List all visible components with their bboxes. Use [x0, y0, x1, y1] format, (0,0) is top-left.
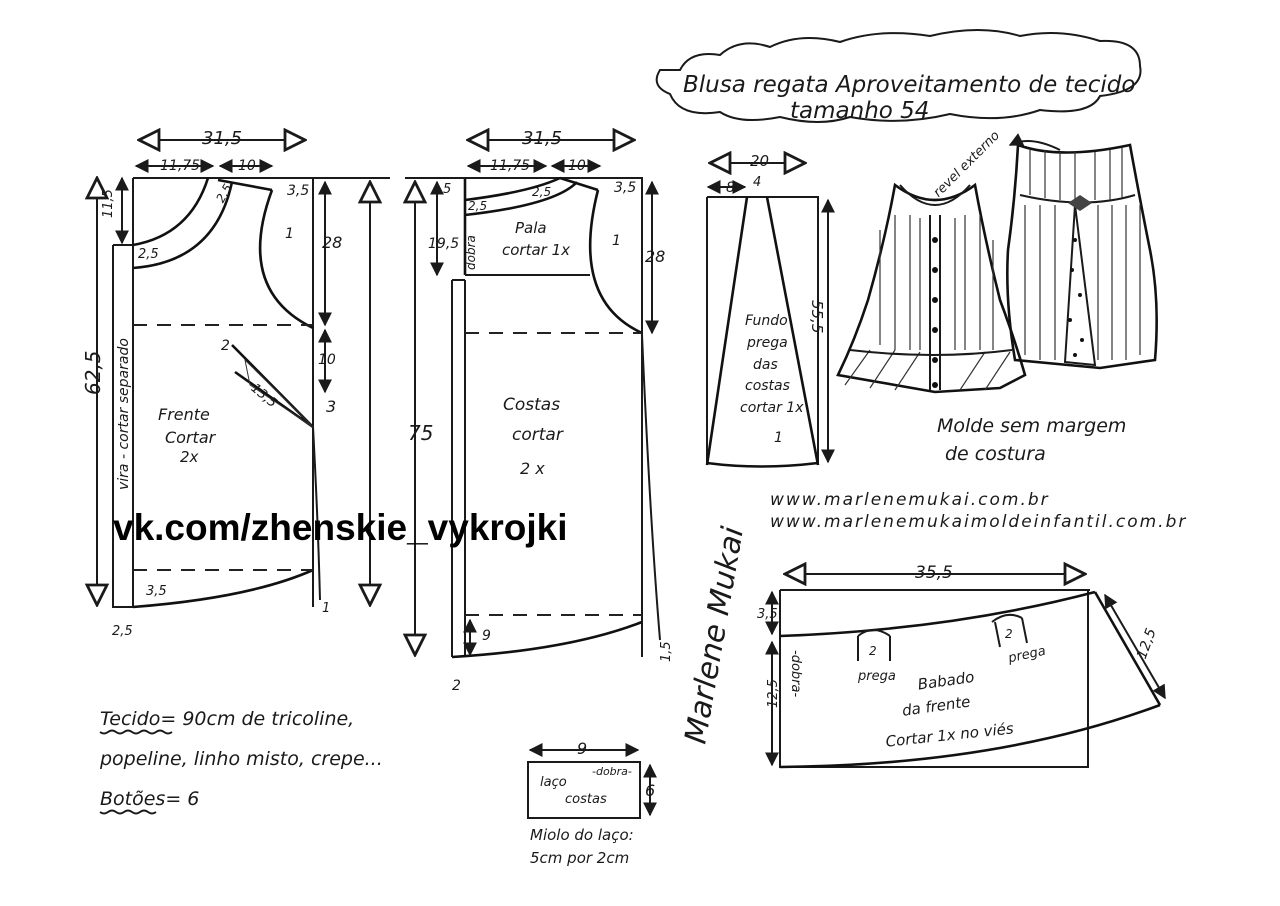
ruffle-pleat-size-2: 2: [1005, 627, 1013, 641]
watermark: vk.com/zhenskie_vykrojki: [113, 507, 568, 548]
front-dart-length: 13,5: [248, 381, 280, 411]
back-shoulder-drop: 3,5: [614, 180, 636, 196]
back-length: 75: [408, 421, 433, 445]
back-label-2: cortar: [512, 425, 564, 445]
back-facing-shoulder: 2,5: [532, 185, 551, 199]
back-pattern-piece: 31,5 11,75 10 5 3,5 19,5 2,5 2,5 Pala co…: [405, 128, 674, 694]
back-shoulder: 10: [568, 158, 586, 174]
website-link-2[interactable]: www.marlenemukaimoldeinfantil.com.br: [770, 512, 1187, 532]
blouse-front-illustration: revel externo: [836, 128, 1027, 394]
no-seam-allowance-note-2: de costura: [945, 443, 1046, 465]
front-label-1: Frente: [158, 405, 210, 424]
pleat-mid: 4: [753, 175, 761, 190]
signature: Marlene Mukai: [678, 524, 751, 747]
pleat-label-4: costas: [745, 378, 790, 394]
ruffle-pleat-size-1: 2: [869, 644, 877, 658]
fabric-line-1: Tecido= 90cm de tricoline,: [100, 708, 354, 730]
ruffle-pleat-label-2: prega: [1006, 644, 1047, 667]
front-neck-depth: 11,5: [101, 189, 116, 218]
bow-piece: 9 6 -dobra- laço costas Miolo do laço: 5…: [527, 739, 657, 867]
front-label-3: 2x: [180, 448, 199, 466]
back-armhole-depth: 28: [645, 247, 665, 266]
bow-label-1: laço: [540, 775, 567, 790]
ruffle-side: 12,5: [1134, 626, 1160, 661]
back-yoke-label-2: cortar 1x: [502, 241, 570, 259]
front-hem-side: 1: [322, 601, 330, 616]
bow-fold: -dobra-: [592, 765, 632, 778]
back-hem: 9: [482, 628, 491, 644]
back-hem-ext: 2: [452, 678, 461, 694]
no-seam-allowance-note-1: Molde sem margem: [937, 415, 1126, 437]
back-neck-drop: 5: [443, 182, 451, 197]
front-hem-ext: 2,5: [112, 624, 133, 639]
back-width-total: 31,5: [522, 128, 562, 149]
fabric-line-2: popeline, linho misto, crepe...: [99, 748, 383, 770]
pleat-label-5: cortar 1x: [740, 400, 804, 416]
front-ruffle-piece: 35,5 3,5 12,5 -dobra- 12,5 2 2 prega pre…: [757, 563, 1166, 769]
front-facing-neck: 2,5: [138, 247, 159, 262]
pleat-length: 55,5: [808, 300, 826, 333]
ruffle-label-3: Cortar 1x no viés: [885, 719, 1015, 750]
front-dart-width: 2: [221, 338, 230, 354]
blouse-back-illustration: [1006, 133, 1158, 370]
front-dart-gap: 10: [318, 352, 336, 368]
buttons-count: Botões= 6: [100, 788, 199, 810]
ruffle-label-1: Babado: [917, 668, 976, 694]
back-armhole-mark: 1: [612, 233, 621, 249]
bow-width: 9: [577, 739, 587, 758]
pleat-label-3: das: [753, 357, 778, 373]
pleat-label-2: prega: [746, 335, 788, 351]
back-neck-width: 11,75: [490, 158, 530, 174]
front-armhole-depth: 28: [322, 233, 342, 252]
pleat-label-1: Fundo: [745, 313, 788, 329]
bow-label-2: costas: [565, 792, 607, 807]
bow-height: 6: [645, 781, 655, 800]
front-pattern-piece: 31,5 11,75 10 3,5 11,5 2,5 2,5 1 28 62,5…: [81, 128, 390, 639]
back-label-1: Costas: [503, 395, 560, 415]
pleat-width: 20: [750, 152, 769, 170]
front-shoulder: 10: [238, 158, 256, 174]
front-width-total: 31,5: [202, 128, 242, 149]
back-yoke-label-1: Pala: [515, 219, 547, 237]
website-link-1[interactable]: www.marlenemukai.com.br: [770, 490, 1050, 510]
ruffle-fold: -dobra-: [788, 650, 803, 697]
pleat-hem-mark: 1: [774, 430, 783, 446]
ruffle-top: 3,5: [757, 607, 778, 622]
pleat-left: 8: [726, 180, 735, 196]
bow-center-2: 5cm por 2cm: [530, 849, 629, 867]
back-facing-neck: 2,5: [468, 199, 487, 213]
front-shoulder-drop: 3,5: [287, 183, 309, 199]
bow-center-1: Miolo do laço:: [530, 826, 634, 844]
ruffle-height: 12,5: [766, 679, 781, 708]
fabric-notes: Tecido= 90cm de tricoline, popeline, lin…: [99, 708, 383, 815]
title-line2: tamanho 54: [790, 98, 929, 124]
ruffle-label-2: da frente: [901, 692, 972, 719]
front-neck-width: 11,75: [160, 158, 200, 174]
title-line1: Blusa regata Aproveitamento de tecido: [683, 72, 1135, 98]
front-dart-point: 3: [326, 397, 336, 416]
front-hem: 3,5: [146, 584, 167, 599]
ruffle-width: 35,5: [915, 563, 953, 583]
back-pleat-piece: 20 8 4 55,5 Fundo prega das costas corta…: [705, 152, 835, 468]
ruffle-pleat-label-1: prega: [857, 669, 896, 684]
back-label-3: 2 x: [520, 459, 545, 478]
back-hem-side: 1,5: [659, 641, 674, 662]
title-cloud: Blusa regata Aproveitamento de tecido ta…: [655, 29, 1142, 124]
front-label-2: Cortar: [165, 428, 217, 447]
back-fold: dobra: [464, 235, 478, 270]
front-length: 62,5: [81, 350, 105, 395]
front-armhole-mark: 1: [285, 226, 294, 242]
back-yoke-depth: 19,5: [428, 236, 459, 252]
front-facing-label: vira - cortar separado: [116, 338, 132, 490]
